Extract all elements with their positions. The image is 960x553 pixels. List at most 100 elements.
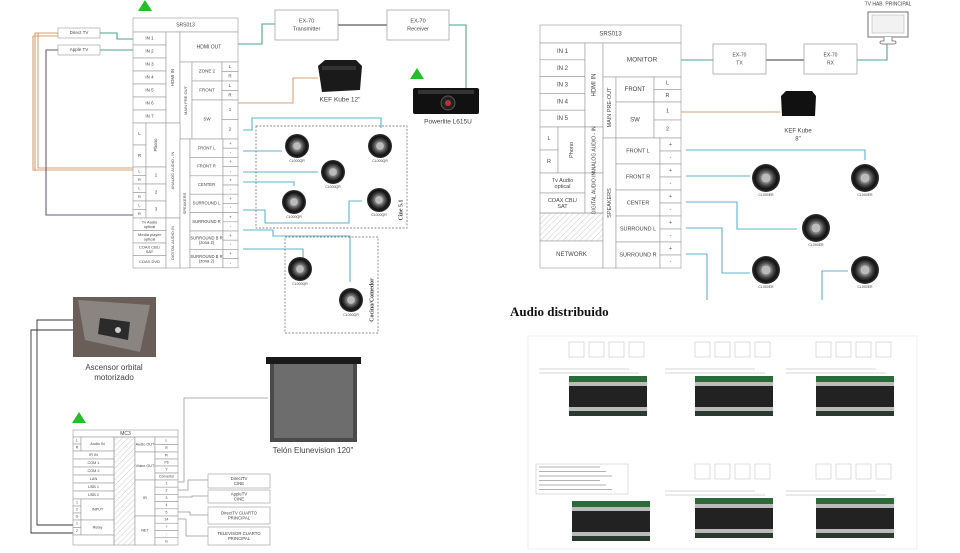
receiver-title-text: SRS013 — [176, 22, 195, 28]
terminal-plus-text: + — [669, 194, 672, 200]
cable — [238, 23, 275, 45]
analog-input-3: 3 — [145, 200, 167, 219]
terminal-plus: + — [659, 163, 682, 178]
control-port-text: USB 1 — [88, 485, 99, 489]
kef-kube-12-label: KEF Kube 12" — [320, 97, 362, 104]
warning-triangle-icon — [410, 68, 424, 79]
speaker-model-label: CL000QR — [289, 159, 305, 163]
pre-out-sw-text: SW — [203, 117, 211, 122]
analog-r: R — [132, 192, 147, 202]
port-text: 1 — [76, 522, 78, 526]
phono-text: Phono — [569, 142, 575, 158]
analog-audio-in-group: ANALOG AUDIO - IN — [584, 126, 604, 174]
audio-in: Audio IN — [80, 436, 115, 452]
analog-l-text: L — [138, 202, 141, 207]
ex70-tx-title: EX-70 — [733, 52, 747, 58]
port: Convertor — [154, 472, 179, 481]
cable — [45, 49, 133, 216]
port-text: 2 — [229, 126, 232, 131]
analog-audio-in-group: ANALOG AUDIO - IN — [165, 122, 181, 219]
hdmi-input-1-text: IN 1 — [557, 49, 569, 55]
terminal-plus-text: + — [669, 220, 672, 226]
port: L — [221, 80, 239, 91]
audio-in-text: Audio IN — [90, 442, 105, 446]
port: Y — [154, 465, 179, 474]
control-port: LAN — [72, 474, 115, 484]
subwoofer-icon — [318, 60, 362, 92]
zone-cocina-label: Cocina/Comedor — [369, 278, 375, 322]
pre-out-front-text: FRONT — [625, 87, 646, 93]
terminal-plus-text: + — [229, 214, 232, 219]
network-port-text: NETWORK — [556, 252, 587, 258]
port-text: 1 — [76, 500, 78, 504]
terminal-plus-text: + — [229, 141, 232, 146]
phono-r: R — [132, 144, 147, 168]
speaker-output: FRONT L — [615, 137, 661, 165]
phono-l: L — [539, 126, 559, 151]
analog-r: R — [132, 209, 147, 219]
port: 2 — [72, 527, 82, 536]
port: G — [154, 537, 179, 546]
port: 2 — [653, 119, 682, 139]
port-text: L — [666, 81, 669, 87]
projector-label: Powerlite L615U — [424, 119, 472, 126]
hdmi-input-2: IN 2 — [539, 59, 586, 77]
cable — [449, 24, 467, 90]
terminal-plus: + — [222, 212, 239, 223]
ex70-transmitter — [274, 9, 339, 41]
pre-out-sw: SW — [191, 99, 223, 140]
subwoofer-icon — [781, 91, 816, 116]
net-group-text: NET — [141, 529, 149, 533]
hdmi-input-5: IN 5 — [539, 109, 586, 128]
digital-audio-in-group-text: DIGITAL AUDIO IN — [170, 226, 175, 260]
terminal-plus: + — [222, 138, 239, 149]
analog-l: L — [132, 166, 147, 176]
control-port: USB 2 — [72, 490, 115, 500]
hdmi-input-3-text: IN 3 — [145, 62, 154, 67]
speaker-model-label: CL000ER — [758, 193, 774, 197]
port-text: G — [76, 514, 79, 518]
terminal-minus: - — [659, 254, 682, 269]
terminal-minus: - — [222, 239, 239, 250]
speaker-model-label: CL000QR — [286, 215, 302, 219]
speaker-model-label: CL000QR — [371, 213, 387, 217]
hdmi-out-text: HDMI OUT — [197, 44, 222, 50]
digital-audio-in-group-text: DIGITAL AUDIO IN — [591, 171, 597, 214]
terminal-plus: + — [222, 230, 239, 241]
cable — [243, 248, 304, 258]
terminal-minus: - — [659, 202, 682, 217]
digital-input-text: COAX CBL/SAT — [139, 244, 161, 253]
ex70-receiver-title: EX-70 — [410, 18, 425, 24]
video-out-text: Video OUT — [136, 464, 155, 468]
input-group: INPUT — [80, 498, 115, 521]
terminal-plus: + — [222, 175, 239, 186]
control-port: USB 1 — [72, 482, 115, 492]
terminal-plus: + — [222, 249, 239, 259]
din-amplifier-module — [572, 501, 650, 541]
speaker-output-text: CENTER — [198, 182, 215, 187]
ex70-receiver-subtitle: Receiver — [407, 26, 429, 32]
port-text: R — [165, 446, 168, 450]
din-amplifier-module — [665, 463, 773, 538]
port: 1 — [221, 99, 239, 120]
port: R — [221, 71, 239, 82]
din-amplifier-module — [665, 341, 773, 416]
speaker-output-text: FRONT R — [626, 174, 650, 180]
cable — [30, 329, 75, 534]
terminal-plus: + — [659, 189, 682, 204]
main-pre-out-group-text: MAIN PRE-OUT — [607, 87, 613, 128]
port: 1 — [72, 519, 82, 528]
speaker-output-text: SURROUND L — [620, 226, 656, 232]
port: 2 — [221, 119, 239, 140]
speaker-output-text: SURROUND R — [192, 219, 220, 224]
hatched-column — [113, 436, 136, 546]
terminal-minus: - — [222, 166, 239, 177]
port-text: Y — [165, 467, 168, 471]
speaker-output: FRONT R — [189, 157, 224, 177]
terminal-minus-text: - — [670, 181, 672, 187]
